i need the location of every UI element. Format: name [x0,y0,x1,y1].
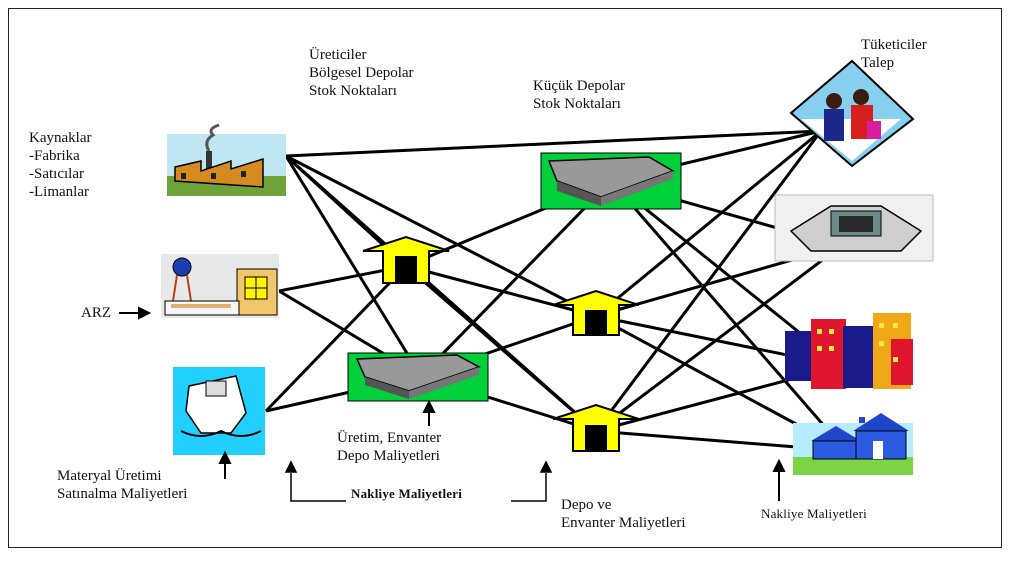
small-depots-label: Küçük Depolar Stok Noktaları [533,77,625,113]
depot-inventory-costs-label: Depo ve Envanter Maliyetleri [561,496,686,532]
supply-label: ARZ [81,305,111,321]
transport-costs-label: Nakliye Maliyetleri [351,486,463,501]
producers-line: Bölgesel Depolar [309,65,414,81]
house-depot-icon [552,403,640,452]
depot-inventory-line: Envanter Maliyetleri [561,515,686,531]
sources-item: -Satıcılar [29,166,84,182]
consumers-line: Talep [861,55,895,71]
sources-label: Kaynaklar -Fabrika -Satıcılar -Limanlar [29,129,91,201]
suburb-houses-icon [793,413,913,475]
production-costs-line: Depo Maliyetleri [337,448,440,464]
supply-arrow [119,306,152,320]
transport-costs-right-label: Nakliye Maliyetleri [761,506,867,521]
consumers-label: Tüketiciler Talep [861,36,927,72]
house-depot-icon [552,289,640,336]
warehouse-top-icon [540,152,682,210]
production-costs-line: Üretim, Envanter [337,430,442,446]
sources-title: Kaynaklar [29,130,92,146]
cargo-ship-icon [173,367,265,455]
producers-line: Üreticiler [309,47,367,63]
small-depots-line: Küçük Depolar [533,78,626,94]
material-costs-line: Satınalma Maliyetleri [57,486,188,502]
house-depot-icon [362,235,450,284]
consumers-family-icon [789,59,915,168]
small-depots-line: Stok Noktaları [533,96,621,112]
producers-line: Stok Noktaları [309,83,397,99]
depot-inventory-line: Depo ve [561,497,612,513]
sources-item: -Limanlar [29,184,89,200]
sources-item: -Fabrika [29,148,80,164]
city-buildings-icon [785,313,913,389]
water-tower-building-icon [161,254,279,318]
material-costs-line: Materyal Üretimi [57,468,162,484]
production-costs-label: Üretim, Envanter Depo Maliyetleri [337,429,441,465]
producers-label: Üreticiler Bölgesel Depolar Stok Noktala… [309,46,414,100]
diagram-frame: Kaynaklar -Fabrika -Satıcılar -Limanlar … [8,8,1002,548]
transport-bracket [284,460,553,502]
mall-icon [774,194,934,262]
consumers-line: Tüketiciler [861,37,927,53]
factory-icon [167,123,286,196]
material-costs-label: Materyal Üretimi Satınalma Maliyetleri [57,467,187,503]
cost-arrows [218,399,786,501]
warehouse-mid-icon [347,352,489,402]
